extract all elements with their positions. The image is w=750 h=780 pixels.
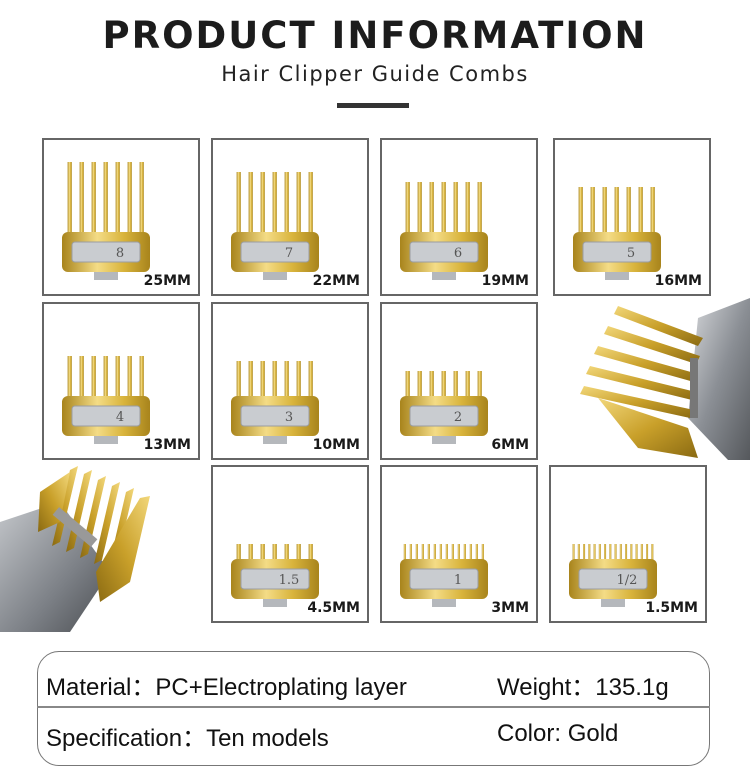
comb-tile-16mm: 5 16MM [553,138,711,296]
comb-image: 2 [400,371,488,444]
comb-size-label: 1.5MM [644,600,699,616]
svg-text:8: 8 [116,246,124,261]
comb-size-label: 10MM [311,437,361,453]
comb-tile-4-5mm: 1.5 4.5MM [211,465,369,623]
spec-table-divider [37,706,710,708]
weight-spec: Weight：135.1g [497,674,669,701]
comb-image: 5 [573,187,661,280]
comb-image: 1.5 [231,544,319,607]
comb-image: 4 [62,356,150,444]
comb-image: 7 [231,172,319,280]
clipper-photo-left [0,466,150,632]
svg-text:2: 2 [454,410,462,425]
svg-text:7: 7 [285,246,293,261]
comb-size-label: 4.5MM [306,600,361,616]
comb-size-label: 25MM [142,273,192,289]
comb-tile-25mm: 8 25MM [42,138,200,296]
comb-image: 1 [400,544,488,607]
comb-tile-1-5mm: 1/2 1.5MM [549,465,707,623]
comb-size-label: 6MM [490,437,530,453]
comb-image: 6 [400,182,488,280]
color-spec: Color: Gold [497,720,619,747]
comb-tile-6mm: 2 6MM [380,302,538,460]
page-subtitle: Hair Clipper Guide Combs [221,62,529,86]
svg-text:5: 5 [627,246,635,261]
comb-tile-13mm: 4 13MM [42,302,200,460]
comb-image: 3 [231,361,319,444]
svg-text:3: 3 [285,410,293,425]
svg-text:1/2: 1/2 [617,573,638,588]
comb-tile-22mm: 7 22MM [211,138,369,296]
comb-tile-3mm: 1 3MM [380,465,538,623]
comb-image: 8 [62,162,150,280]
spec-table [37,651,710,766]
material-spec: Material：PC+Electroplating layer [46,674,407,701]
comb-size-label: 3MM [490,600,530,616]
svg-text:6: 6 [454,246,462,261]
page-title: PRODUCT INFORMATION [102,14,648,57]
comb-size-label: 13MM [142,437,192,453]
comb-size-label: 16MM [653,273,703,289]
comb-tile-19mm: 6 19MM [380,138,538,296]
clipper-photo-right [580,298,750,460]
specification-spec: Specification：Ten models [46,725,329,752]
svg-text:4: 4 [116,410,124,425]
comb-size-label: 19MM [480,273,530,289]
svg-text:1.5: 1.5 [279,573,300,588]
svg-text:1: 1 [454,573,462,588]
comb-image: 1/2 [569,544,657,607]
comb-size-label: 22MM [311,273,361,289]
title-divider [337,103,409,108]
comb-tile-10mm: 3 10MM [211,302,369,460]
